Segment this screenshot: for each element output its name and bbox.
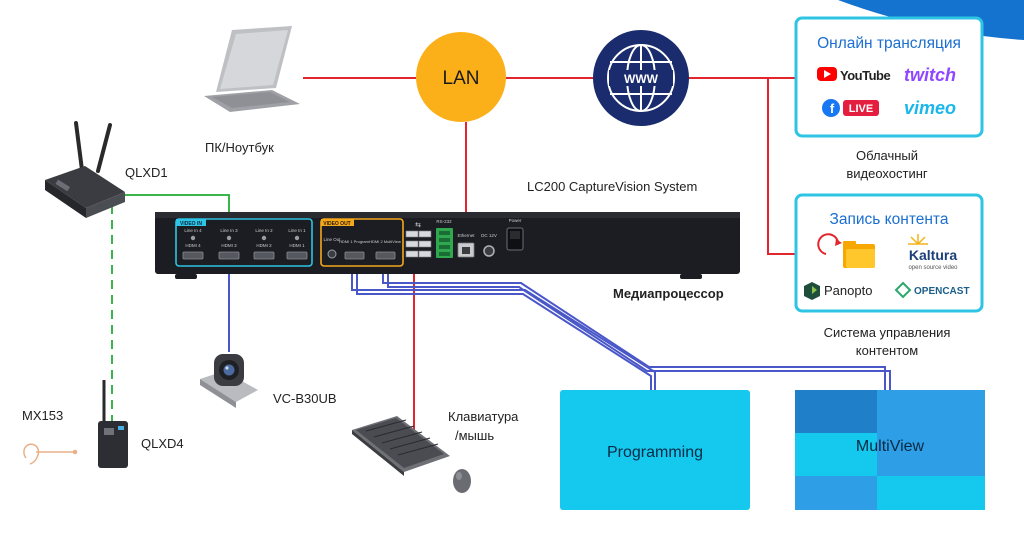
recording-caption-2: контентом	[856, 343, 918, 358]
processor-label: Медиапроцессор	[613, 286, 724, 301]
video-out-frame	[320, 218, 404, 267]
line-in-4-jack	[190, 235, 196, 241]
line-in-4-label: Line In 4	[184, 228, 202, 233]
twitch-logo: twitch	[904, 65, 956, 85]
opencast-icon	[894, 281, 912, 299]
live-logo: LIVE	[849, 103, 873, 115]
recording-caption-1: Система управления	[824, 325, 951, 340]
facebook-icon: f	[822, 99, 840, 117]
recording-title: Запись контента	[830, 211, 949, 228]
usb-icon: ⇆	[415, 222, 421, 229]
hdmi-in-2-port	[253, 251, 275, 260]
line-in-3-jack	[226, 235, 232, 241]
power-label: Power	[509, 218, 522, 223]
line-in-1-label: Line In 1	[288, 228, 306, 233]
hdmi-in-4-label: HDMI 4	[185, 243, 201, 248]
usb-port-1	[405, 230, 419, 238]
hdmi-program-label: HDMI 1 Program	[339, 239, 370, 244]
mx153-headset-icon	[23, 443, 78, 465]
mx153-label: MX153	[22, 408, 63, 423]
youtube-logo: YouTube	[840, 68, 890, 83]
line-www-recording	[767, 78, 796, 255]
line-program-outer	[351, 262, 656, 390]
hdmi-multiview-label: HDMI 2 MultiView	[369, 239, 401, 244]
vimeo-logo: vimeo	[904, 98, 956, 118]
streaming-caption-2: видеохостинг	[846, 166, 928, 181]
hdmi-in-2-label: HDMI 2	[256, 243, 272, 248]
usb-port-3	[405, 240, 419, 248]
lan-label: LAN	[443, 68, 480, 89]
folder-icon	[817, 233, 875, 268]
hdmi-lines	[228, 262, 891, 390]
video-in-frame	[175, 218, 313, 267]
ethernet-label: Ethernet	[457, 233, 475, 238]
keyboard-icon	[352, 416, 450, 476]
dc-in-jack	[483, 245, 495, 257]
qlxd1-receiver-icon	[45, 121, 125, 218]
mouse-icon	[453, 469, 471, 493]
line-in-3-label: Line In 3	[220, 228, 238, 233]
line-in-2-label: Line In 2	[255, 228, 273, 233]
usb-port-4	[418, 240, 432, 248]
usb-port-6	[418, 250, 432, 258]
line-in-2-jack	[261, 235, 267, 241]
kaltura-icon	[908, 234, 928, 245]
pc-label: ПК/Ноутбук	[205, 140, 274, 155]
rs232-terminal	[436, 228, 453, 258]
hdmi-program-port	[344, 251, 365, 260]
programming-label: Programming	[607, 444, 703, 461]
streaming-caption-1: Облачный	[856, 148, 918, 163]
www-globe-icon	[593, 30, 689, 126]
video-out-label: VIDEO OUT	[323, 221, 351, 227]
opencast-logo: OPENCAST	[914, 286, 970, 297]
camera-icon	[200, 354, 258, 408]
streaming-panel: Онлайн трансляция YouTube twitch f LIVE …	[794, 16, 984, 138]
live-badge	[843, 100, 879, 116]
multiview-monitor	[795, 390, 985, 510]
lc200-device: VIDEO IN Line In 4 Line In 3 Line In 2 L…	[155, 212, 740, 279]
hdmi-in-1-label: HDMI 1	[289, 243, 305, 248]
youtube-icon	[817, 67, 837, 81]
recording-panel: Запись контента Kaltura open source vide…	[794, 193, 984, 313]
line-in-1-jack	[294, 235, 300, 241]
video-in-label: VIDEO IN	[180, 221, 202, 227]
kaltura-logo: Kaltura	[909, 247, 957, 263]
programming-monitor	[560, 390, 750, 510]
usb-port-2	[418, 230, 432, 238]
hdmi-in-3-label: HDMI 3	[221, 243, 237, 248]
line-multiview-inner	[387, 262, 891, 390]
kaltura-tagline: open source video	[908, 265, 958, 271]
qlxd4-label: QLXD4	[141, 436, 184, 451]
dc-in-label: DC 12V	[481, 233, 497, 238]
qlxd4-bodypack-icon	[98, 380, 128, 468]
rs232-label: RS-232	[436, 219, 452, 224]
hdmi-multiview-port	[375, 251, 396, 260]
system-title: LC200 CaptureVision System	[527, 179, 697, 194]
hdmi-in-4-port	[182, 251, 204, 260]
lan-node	[416, 32, 506, 122]
line-out-label: Line Out	[323, 237, 341, 242]
keyboard-label-1: Клавиатура	[448, 409, 519, 424]
camera-label: VC-B30UB	[273, 391, 337, 406]
panopto-icon	[804, 282, 820, 300]
keyboard-label-2: /мышь	[455, 428, 494, 443]
usb-port-5	[405, 250, 419, 258]
hdmi-in-3-port	[218, 251, 240, 260]
multiview-label: MultiView	[856, 438, 925, 455]
panopto-logo: Panopto	[824, 283, 872, 298]
line-device-keyboard	[407, 258, 415, 439]
line-out-jack	[327, 249, 337, 259]
svg-text:f: f	[830, 101, 835, 116]
hdmi-in-1-port	[286, 251, 308, 260]
qlxd1-label: QLXD1	[125, 165, 168, 180]
streaming-title: Онлайн трансляция	[817, 35, 961, 52]
line-program-inner	[356, 262, 652, 390]
laptop-icon	[204, 26, 300, 112]
www-label: WWW	[624, 72, 659, 86]
